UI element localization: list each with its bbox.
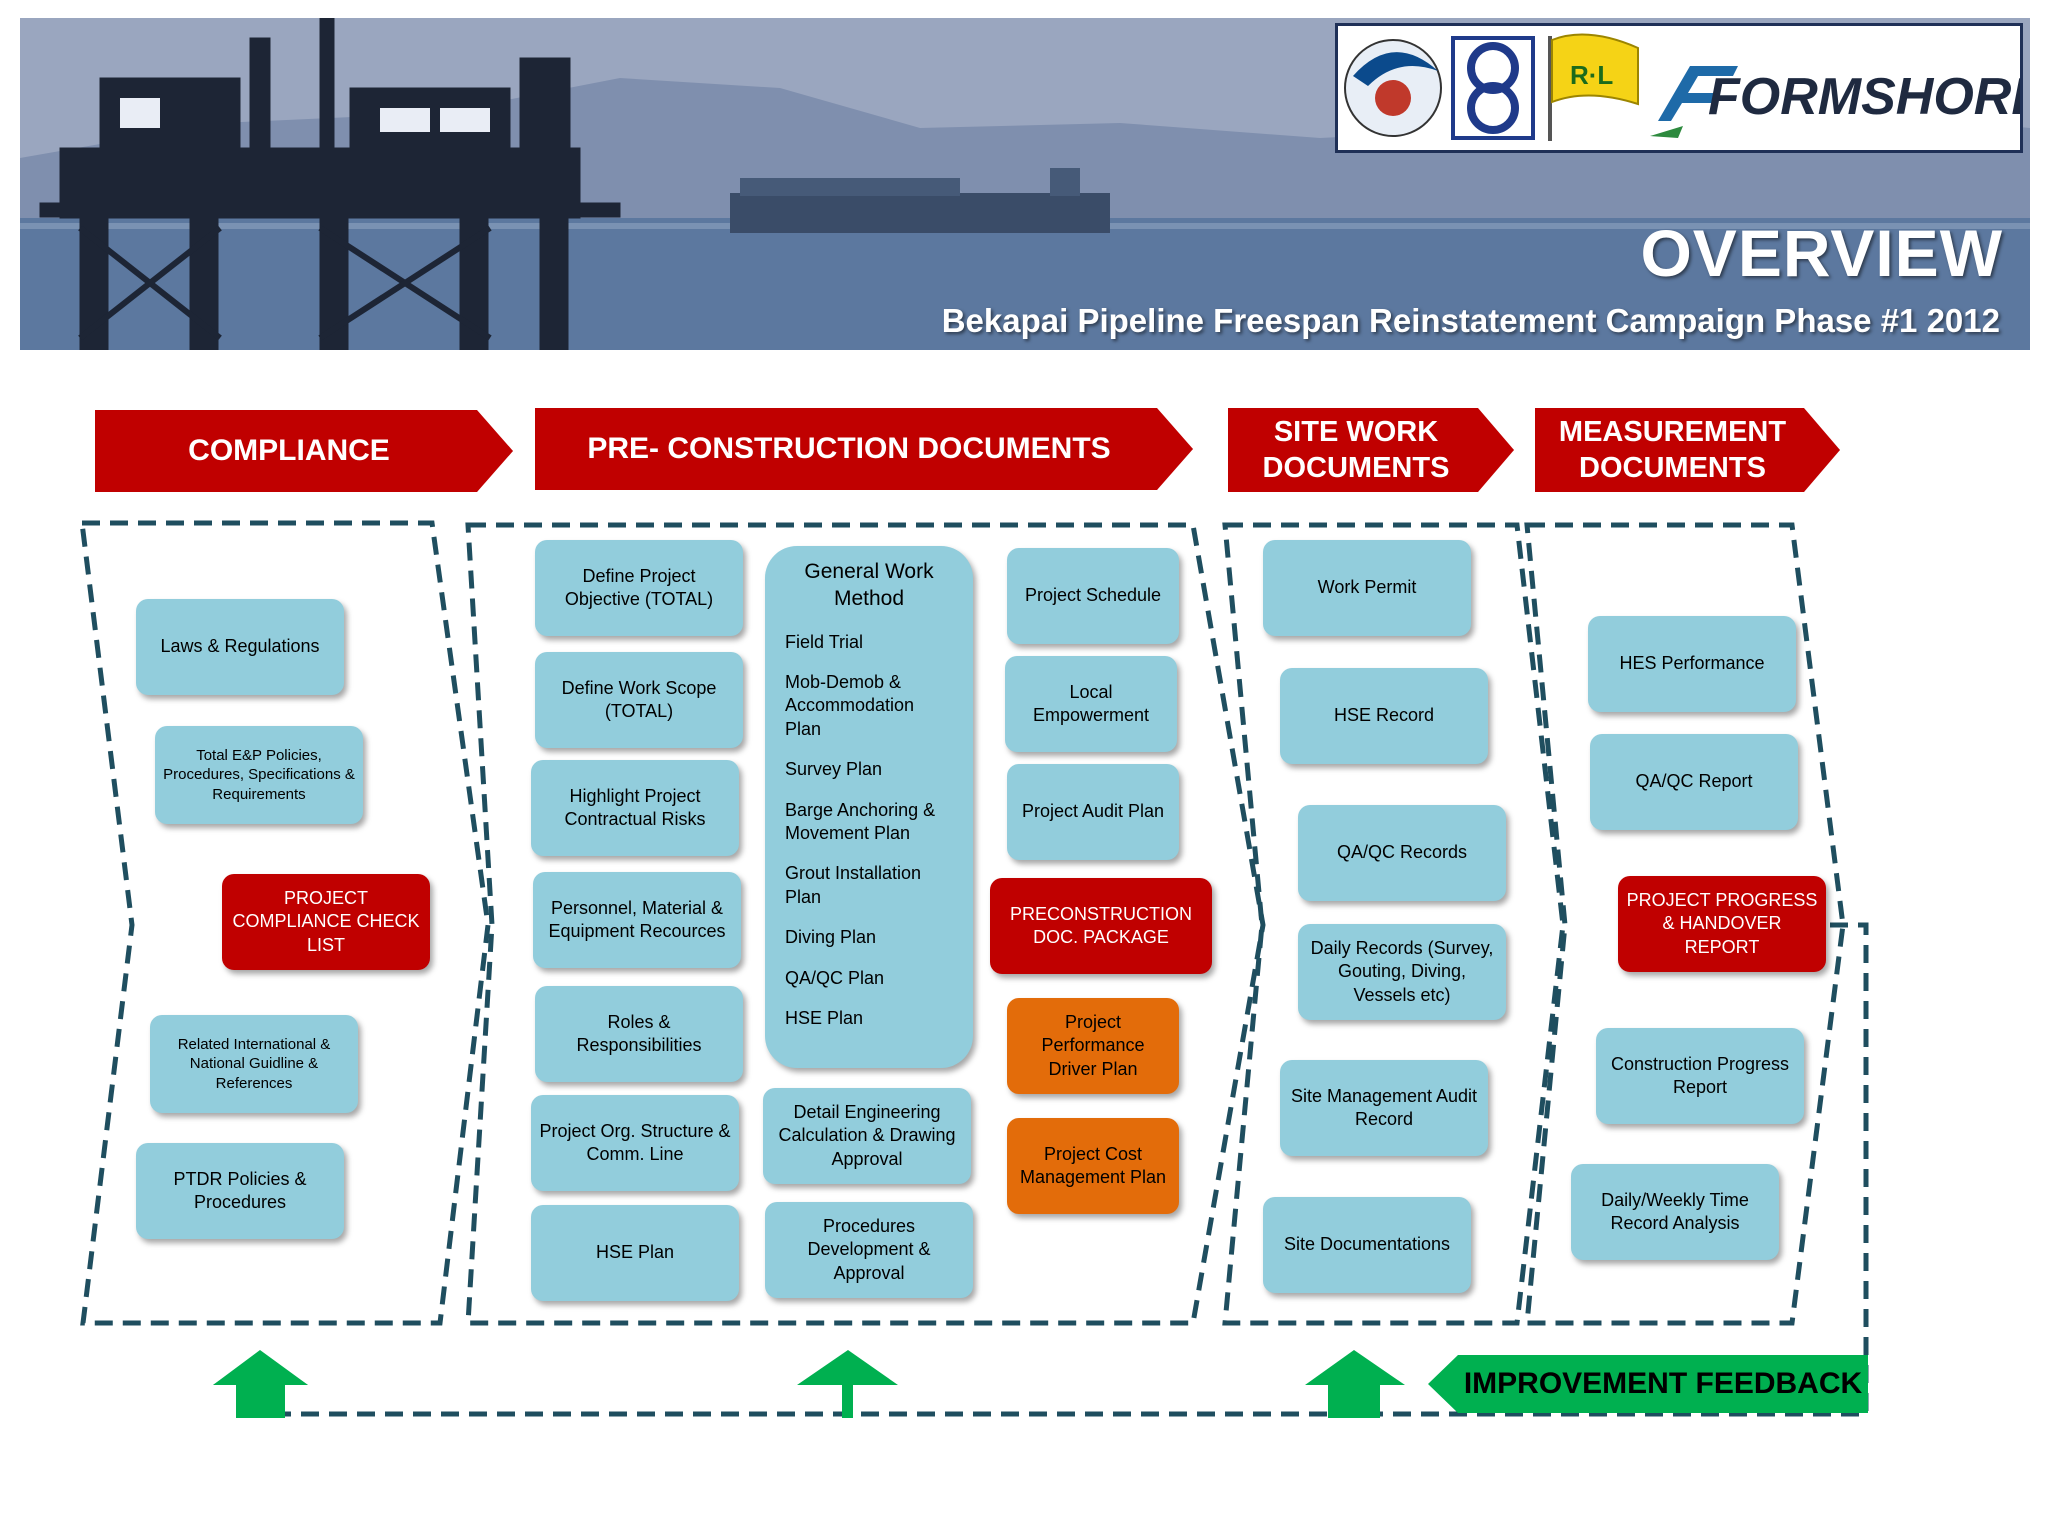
box-construction-progress: Construction Progress Report (1596, 1028, 1804, 1124)
box-time-record-analysis: Daily/Weekly Time Record Analysis (1571, 1164, 1779, 1260)
gwm-item-qaqc-plan: QA/QC Plan (785, 967, 885, 988)
box-hse-plan-precon: HSE Plan (531, 1205, 739, 1301)
box-project-audit-plan: Project Audit Plan (1007, 764, 1179, 860)
header-compliance: COMPLIANCE (95, 410, 513, 492)
feedback-loop-line (237, 922, 1869, 1417)
box-performance-driver-plan: Project Performance Driver Plan (1007, 998, 1179, 1094)
box-project-compliance-checklist: PROJECT COMPLIANCE CHECK LIST (222, 874, 430, 970)
svg-text:R·L: R·L (1570, 60, 1613, 90)
box-org-structure: Project Org. Structure & Comm. Line (531, 1095, 739, 1191)
page-subtitle: Bekapai Pipeline Freespan Reinstatement … (941, 302, 2000, 339)
box-work-permit: Work Permit (1263, 540, 1471, 636)
gwm-item-mob-demob: Mob-Demob & Accommodation Plan (785, 671, 915, 739)
gwm-item-diving-plan: Diving Plan (785, 927, 877, 948)
gwm-item-grout-installation: Grout Installation Plan (785, 863, 922, 907)
header-sitework: SITE WORK DOCUMENTS (1228, 408, 1514, 492)
gwm-item-field-trial: Field Trial (785, 631, 864, 652)
box-qaqc-report: QA/QC Report (1590, 734, 1798, 830)
box-site-documentations: Site Documentations (1263, 1197, 1471, 1293)
box-ptdr-policies: PTDR Policies & Procedures (136, 1143, 344, 1239)
box-local-empowerment: Local Empowerment (1005, 656, 1177, 752)
general-work-method-panel: General Work Method Field Trial Mob-Demo… (765, 546, 973, 1068)
improvement-feedback-label: IMPROVEMENT FEEDBACK (1428, 1355, 1868, 1413)
box-personnel-equipment: Personnel, Material & Equipment Recource… (533, 872, 741, 968)
box-cost-management-plan: Project Cost Management Plan (1007, 1118, 1179, 1214)
general-work-method-title: General Work Method (804, 560, 934, 611)
feedback-arrow-sitework (1305, 1350, 1405, 1418)
gwm-item-survey-plan: Survey Plan (785, 759, 883, 780)
page-title: OVERVIEW (1640, 216, 2003, 290)
logo-strip: R·L FORMSHORE (1335, 23, 2047, 153)
box-laws-regulations: Laws & Regulations (136, 599, 344, 695)
box-qaqc-records: QA/QC Records (1298, 805, 1506, 901)
box-preconstruction-package: PRECONSTRUCTION DOC. PACKAGE (990, 878, 1212, 974)
box-hse-record: HSE Record (1280, 668, 1488, 764)
box-site-management-audit: Site Management Audit Record (1280, 1060, 1488, 1156)
box-hes-performance: HES Performance (1588, 616, 1796, 712)
box-contractual-risks: Highlight Project Contractual Risks (531, 760, 739, 856)
feedback-arrow-precon (797, 1350, 898, 1418)
box-roles-responsibilities: Roles & Responsibilities (535, 986, 743, 1082)
formshore-logo: FORMSHORE (1650, 66, 2047, 138)
header-preconstruction: PRE- CONSTRUCTION DOCUMENTS (535, 408, 1193, 490)
patra-logo (1451, 36, 1535, 140)
box-progress-handover-report: PROJECT PROGRESS & HANDOVER REPORT (1618, 876, 1826, 972)
box-procedures-development: Procedures Development & Approval (765, 1202, 973, 1298)
box-total-policies: Total E&P Policies, Procedures, Specific… (155, 726, 363, 824)
svg-text:FORMSHORE: FORMSHORE (1708, 68, 2020, 126)
box-project-schedule: Project Schedule (1007, 548, 1179, 644)
diving-logo (1344, 39, 1442, 137)
measurement-outline (1524, 522, 1846, 1326)
box-define-project-objective: Define Project Objective (TOTAL) (535, 540, 743, 636)
gwm-item-hse-plan: HSE Plan (785, 1007, 864, 1028)
compliance-outline (79, 520, 491, 1326)
up-arrow-icon (213, 1350, 308, 1418)
box-detail-engineering: Detail Engineering Calculation & Drawing… (763, 1088, 971, 1184)
gwm-item-barge-anchoring: Barge Anchoring & Movement Plan (785, 799, 936, 843)
box-related-international: Related International & National Guidlin… (150, 1015, 358, 1113)
header-measurement: MEASUREMENT DOCUMENTS (1535, 408, 1840, 492)
box-define-work-scope: Define Work Scope (TOTAL) (535, 652, 743, 748)
box-daily-records: Daily Records (Survey, Gouting, Diving, … (1298, 924, 1506, 1020)
flag-logo: R·L (1548, 33, 1639, 141)
sitework-outline (1222, 522, 1566, 1326)
